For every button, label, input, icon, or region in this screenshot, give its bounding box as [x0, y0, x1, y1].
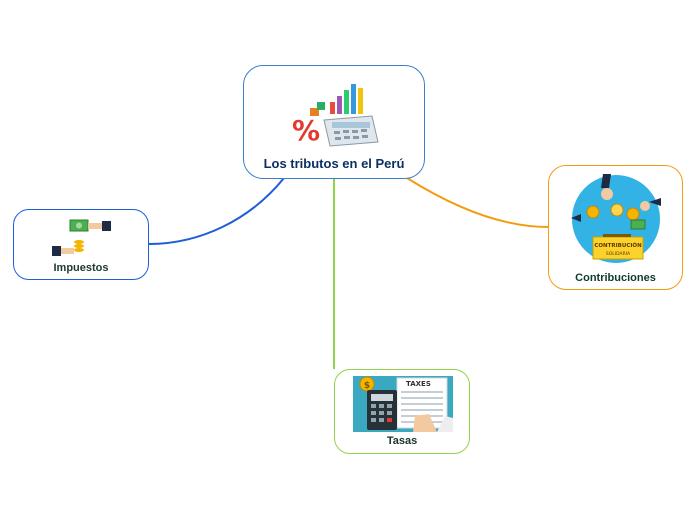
taxes-document-title: TAXES [406, 380, 431, 388]
topic-label-impuestos: Impuestos [53, 262, 109, 274]
contribution-box-text-2: SOLIDARIA [606, 251, 631, 257]
root-topic-label: Los tributos en el Perú [263, 156, 405, 171]
topic-node-contribuciones[interactable]: CONTRIBUCIÓN SOLIDARIA Contribuciones [548, 165, 683, 290]
svg-text:%: % [292, 114, 320, 147]
contribution-box-text-1: CONTRIBUCIÓN [594, 242, 642, 249]
contribution-illustration: CONTRIBUCIÓN SOLIDARIA [571, 174, 661, 263]
hands-money-icon [52, 219, 111, 256]
root-topic-node[interactable]: % Los tributos en el Perú [243, 65, 425, 179]
connector-contribuciones [406, 177, 549, 228]
connector-impuestos [148, 177, 285, 245]
topic-label-contribuciones: Contribuciones [575, 272, 656, 284]
topic-label-tasas: Tasas [386, 435, 418, 447]
topic-node-impuestos[interactable]: Impuestos [13, 209, 149, 280]
topic-node-tasas[interactable]: TAXES $ Tasas [334, 369, 470, 454]
taxes-calculator-illustration: TAXES $ [353, 376, 453, 432]
tax-calculator-illustration: % [292, 84, 379, 147]
svg-text:$: $ [364, 381, 370, 391]
